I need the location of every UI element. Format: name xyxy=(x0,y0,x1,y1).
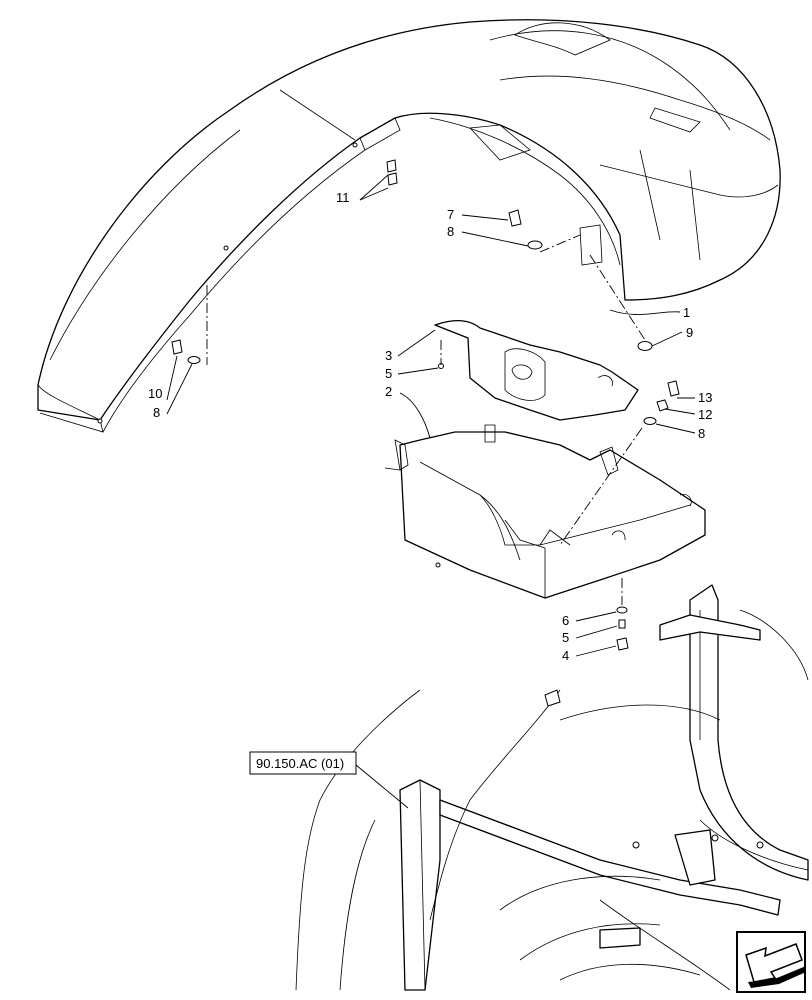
callout-12: 12 xyxy=(698,407,712,422)
callout-9: 9 xyxy=(686,325,693,340)
callout-2: 2 xyxy=(385,384,392,399)
callout-4: 4 xyxy=(562,648,569,663)
callout-8: 8 xyxy=(153,405,160,420)
reference-box[interactable] xyxy=(249,751,357,775)
callout-8: 8 xyxy=(698,426,705,441)
callout-5: 5 xyxy=(385,366,392,381)
reference-label: 90.150.AC (01) xyxy=(256,756,344,771)
callout-10: 10 xyxy=(148,386,162,401)
lower-panel xyxy=(384,424,706,599)
hardware xyxy=(171,159,680,651)
cab-frame xyxy=(295,584,809,991)
reference-link[interactable]: 90.150.AC (01) xyxy=(249,751,357,775)
callout-3: 3 xyxy=(385,348,392,363)
callout-8: 8 xyxy=(447,224,454,239)
leader-lines xyxy=(166,174,696,809)
callout-6: 6 xyxy=(562,613,569,628)
arrow-icon[interactable] xyxy=(736,931,806,993)
assembly-lines xyxy=(206,234,646,605)
callouts: 1 9 11 7 8 3 5 2 10 8 13 12 8 6 5 4 xyxy=(148,190,712,663)
callout-11: 11 xyxy=(336,190,350,205)
callout-13: 13 xyxy=(698,390,712,405)
fender xyxy=(37,19,781,433)
callout-7: 7 xyxy=(447,207,454,222)
callout-5: 5 xyxy=(562,630,569,645)
callout-1: 1 xyxy=(683,305,690,320)
upper-bracket xyxy=(434,320,639,421)
